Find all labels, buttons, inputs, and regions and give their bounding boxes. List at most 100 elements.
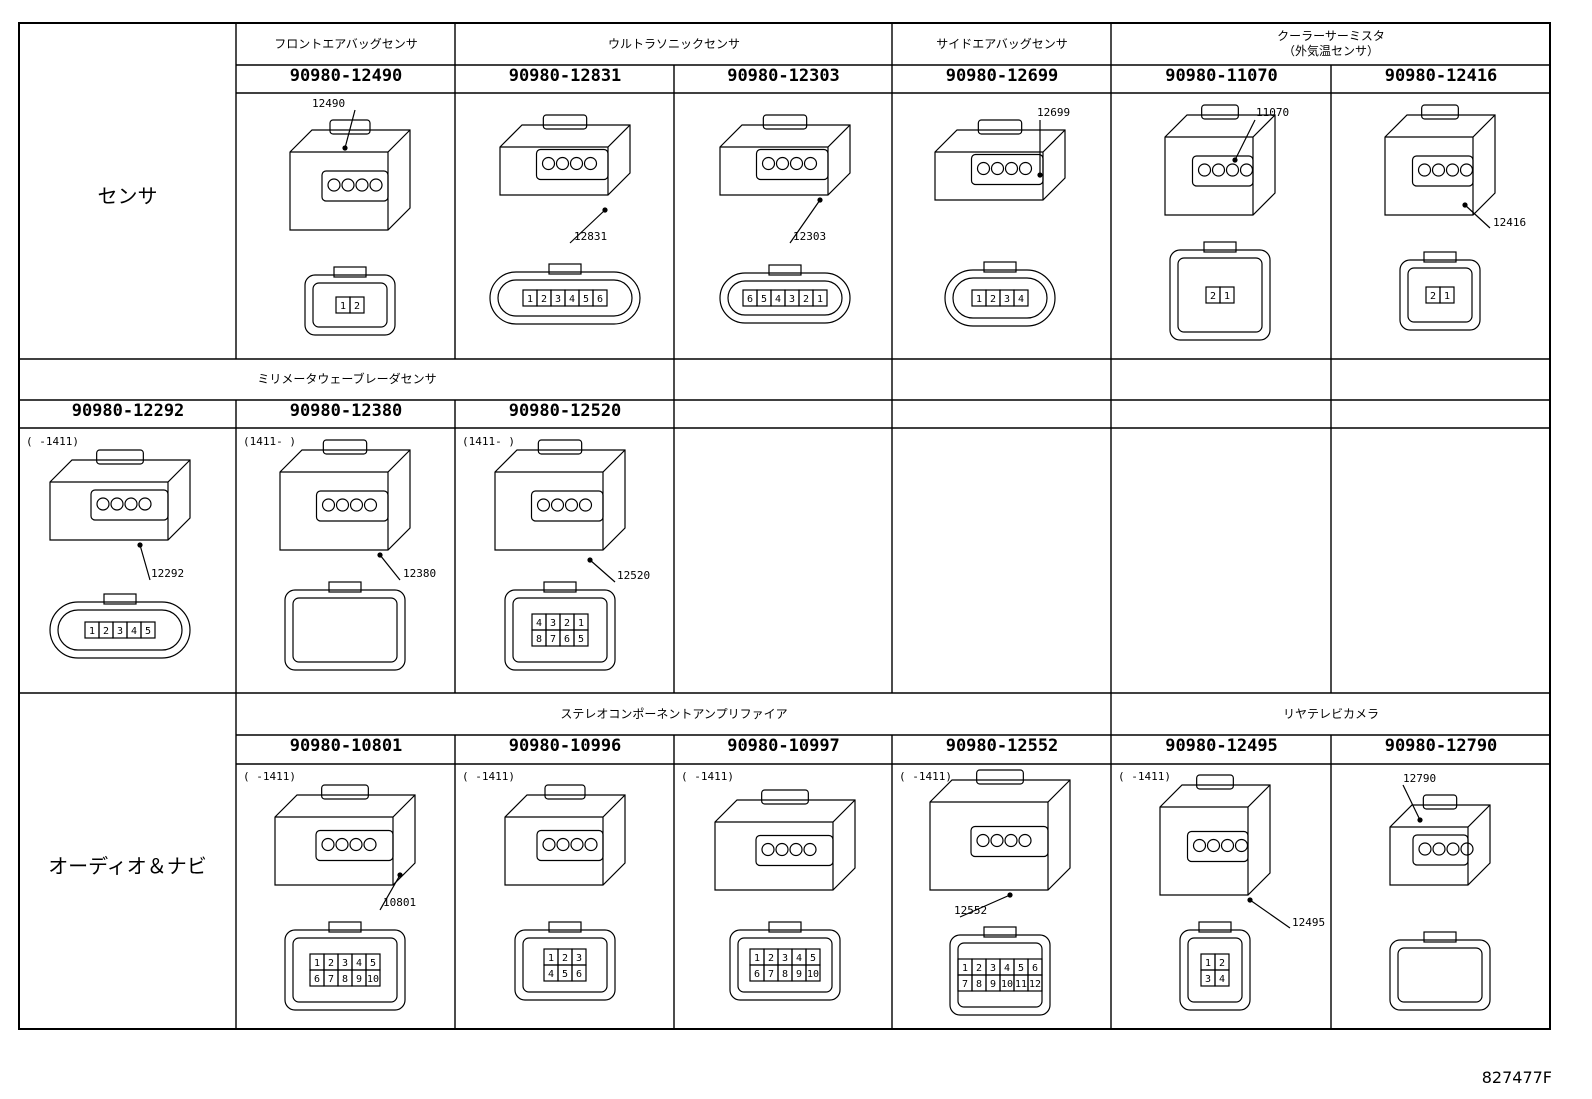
svg-text:10: 10 — [1001, 979, 1013, 990]
svg-text:2: 2 — [1430, 291, 1436, 302]
svg-text:11: 11 — [1015, 979, 1027, 990]
svg-text:8: 8 — [536, 634, 542, 645]
svg-text:1: 1 — [1444, 291, 1450, 302]
callout-12831: 12831 — [574, 230, 608, 243]
connector-iso-p12520 — [494, 439, 626, 551]
svg-text:6: 6 — [314, 974, 320, 985]
leader-12292 — [137, 542, 151, 581]
svg-text:7: 7 — [328, 974, 334, 985]
svg-text:2: 2 — [1219, 958, 1225, 969]
svg-text:3: 3 — [550, 618, 556, 629]
svg-text:6: 6 — [576, 969, 582, 980]
svg-text:10: 10 — [807, 969, 819, 980]
part-number-12380: 90980-12380 — [289, 401, 403, 421]
part-number-12552: 90980-12552 — [945, 736, 1059, 756]
connector-iso-p12495 — [1159, 774, 1271, 896]
callout-12699: 12699 — [1037, 106, 1071, 119]
callout-12303: 12303 — [793, 230, 827, 243]
part-number-10996: 90980-10996 — [508, 736, 622, 756]
part-number-12520: 90980-12520 — [508, 401, 622, 421]
svg-text:3: 3 — [782, 953, 788, 964]
svg-text:2: 2 — [1210, 291, 1216, 302]
svg-text:12: 12 — [1029, 979, 1041, 990]
part-number-10997: 90980-10997 — [727, 736, 840, 756]
drawing-number: 827477F — [1481, 1068, 1552, 1087]
svg-text:4: 4 — [356, 958, 362, 969]
svg-text:1: 1 — [527, 294, 533, 305]
part-number-12490: 90980-12490 — [289, 66, 403, 86]
svg-text:7: 7 — [768, 969, 774, 980]
svg-text:2: 2 — [562, 953, 568, 964]
date-range-12552: ( -1411) — [899, 770, 952, 783]
svg-text:5: 5 — [145, 626, 151, 637]
connector-face-p12790 — [1389, 931, 1491, 1011]
date-range-12495: ( -1411) — [1118, 770, 1171, 783]
date-range-10996: ( -1411) — [462, 770, 515, 783]
callout-10801: 10801 — [383, 896, 417, 909]
callout-12292: 12292 — [151, 567, 185, 580]
connector-iso-p12292 — [49, 449, 191, 541]
connector-iso-p12380 — [279, 439, 411, 551]
svg-text:7: 7 — [962, 979, 968, 990]
group-cooler-thermistor-sub: （外気温センサ） — [1282, 44, 1379, 58]
group-cooler-thermistor: クーラーサーミスタ — [1277, 29, 1385, 43]
date-range-12380: (1411- ) — [243, 435, 296, 448]
leader-10801 — [379, 872, 403, 911]
svg-text:10: 10 — [367, 974, 379, 985]
svg-text:4: 4 — [796, 953, 802, 964]
connector-iso-p10801 — [274, 784, 416, 886]
svg-text:4: 4 — [1004, 963, 1010, 974]
svg-text:3: 3 — [990, 963, 996, 974]
part-number-12790: 90980-12790 — [1384, 736, 1498, 756]
callout-11070: 11070 — [1256, 106, 1290, 119]
leader-12380 — [377, 552, 401, 581]
svg-text:4: 4 — [536, 618, 542, 629]
svg-text:2: 2 — [803, 294, 809, 305]
row-label-sensor: センサ — [97, 184, 158, 208]
leader-12520 — [587, 557, 616, 583]
connector-iso-p12490 — [289, 119, 411, 231]
callout-12520: 12520 — [617, 569, 651, 582]
svg-text:6: 6 — [754, 969, 760, 980]
connector-iso-p12790 — [1389, 794, 1491, 886]
svg-text:4: 4 — [1219, 974, 1225, 985]
connector-iso-p10997 — [714, 789, 856, 891]
svg-text:5: 5 — [578, 634, 584, 645]
svg-text:8: 8 — [976, 979, 982, 990]
svg-text:1: 1 — [1205, 958, 1211, 969]
leader-12831 — [569, 207, 608, 244]
svg-text:3: 3 — [117, 626, 123, 637]
svg-text:8: 8 — [342, 974, 348, 985]
svg-text:6: 6 — [564, 634, 570, 645]
part-number-12831: 90980-12831 — [508, 66, 622, 86]
connector-face-p12380 — [284, 581, 406, 671]
callout-12490: 12490 — [312, 97, 346, 110]
svg-text:2: 2 — [328, 958, 334, 969]
leader-12495 — [1247, 897, 1291, 929]
svg-text:1: 1 — [548, 953, 554, 964]
svg-text:9: 9 — [356, 974, 362, 985]
svg-text:5: 5 — [370, 958, 376, 969]
svg-text:5: 5 — [761, 294, 767, 305]
date-range-10997: ( -1411) — [681, 770, 734, 783]
connector-iso-p12831 — [499, 114, 631, 196]
part-number-12292: 90980-12292 — [71, 401, 185, 421]
svg-text:4: 4 — [548, 969, 554, 980]
svg-text:3: 3 — [1004, 294, 1010, 305]
table-frame — [18, 22, 1551, 1030]
svg-text:7: 7 — [550, 634, 556, 645]
svg-text:1: 1 — [1224, 291, 1230, 302]
svg-text:3: 3 — [789, 294, 795, 305]
svg-text:3: 3 — [555, 294, 561, 305]
part-number-12699: 90980-12699 — [945, 66, 1059, 86]
leader-12416 — [1462, 202, 1491, 229]
date-range-10801: ( -1411) — [243, 770, 296, 783]
leader-12303 — [789, 197, 823, 244]
